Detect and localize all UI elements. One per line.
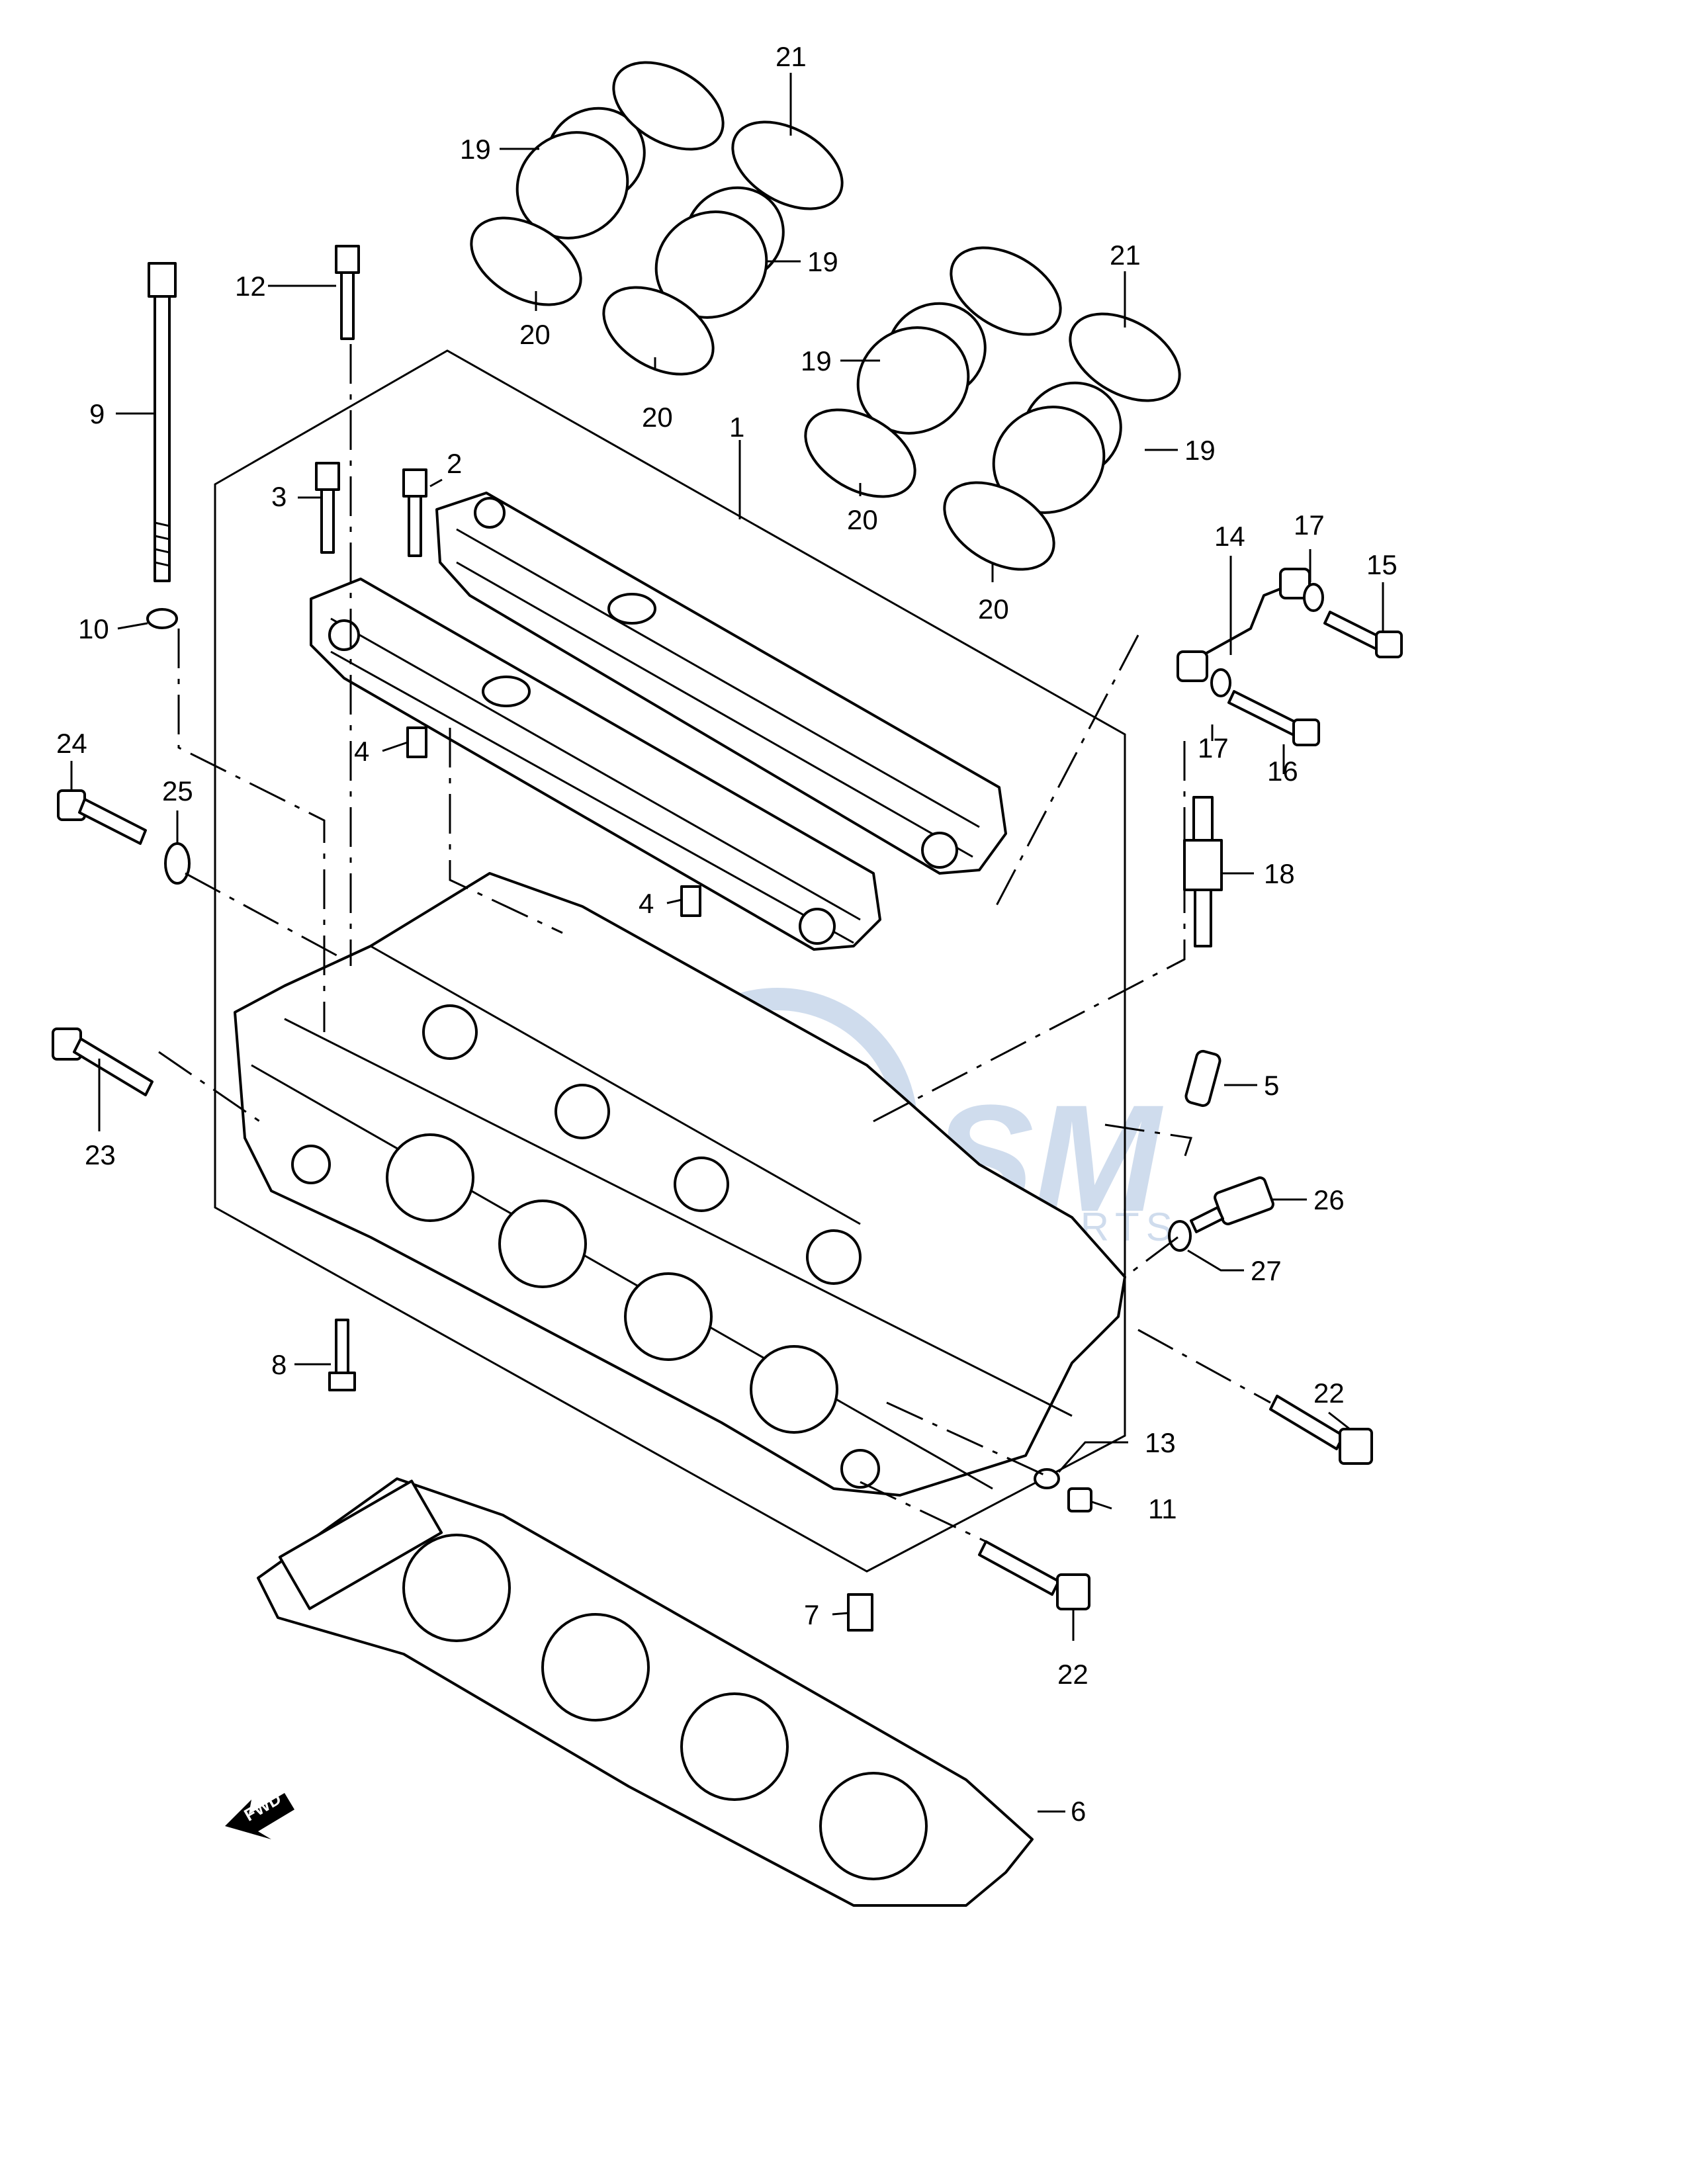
callout-24: 24	[56, 728, 87, 759]
dowel-pin	[680, 885, 701, 917]
cylinder-head-body	[234, 872, 1126, 1497]
bolt-8	[328, 1319, 356, 1391]
callout-21: 21	[1110, 240, 1141, 271]
callout-10: 10	[78, 613, 109, 644]
intake-boot	[515, 107, 646, 240]
callout-20: 20	[847, 504, 878, 535]
bolt-23	[52, 1027, 154, 1096]
washer-17	[1210, 668, 1231, 697]
clamp-21	[950, 246, 1062, 336]
bolt-16	[1227, 690, 1302, 737]
callout-labels: 1 2 3 4 4 5 6 7 8 9 10 11 12 13 14 15 16…	[56, 41, 1398, 1827]
spark-plug	[1183, 796, 1223, 947]
callout-20: 20	[519, 319, 551, 350]
callout-18: 18	[1264, 858, 1295, 889]
head-gasket	[257, 1477, 1034, 1907]
callout-19: 19	[1184, 435, 1216, 466]
clamp-20	[602, 286, 715, 376]
clamp-21	[1069, 312, 1181, 402]
callout-13: 13	[1145, 1427, 1176, 1458]
part-5	[1184, 1049, 1222, 1108]
callout-16: 16	[1267, 756, 1298, 787]
callout-20: 20	[978, 593, 1009, 625]
clamp-20	[943, 481, 1055, 571]
callout-12: 12	[235, 271, 266, 302]
pipe-fitting	[1279, 568, 1311, 599]
nut-11	[1067, 1487, 1092, 1512]
clamp-20	[804, 408, 916, 498]
intake-boot	[856, 302, 987, 435]
callout-14: 14	[1214, 521, 1245, 552]
callout-22: 22	[1313, 1377, 1345, 1409]
intake-boot	[654, 186, 785, 319]
callout-1: 1	[729, 412, 744, 443]
callout-26: 26	[1313, 1184, 1345, 1215]
pipe-fitting	[1177, 650, 1208, 682]
callout-8: 8	[271, 1349, 287, 1380]
clamp-21	[731, 120, 844, 210]
callout-4: 4	[354, 736, 369, 767]
dowel-7	[847, 1593, 873, 1632]
callout-17: 17	[1294, 509, 1325, 541]
bolt-12	[335, 245, 360, 340]
forward-direction-arrow: FWD	[225, 1788, 294, 1839]
sensor-26	[1190, 1176, 1274, 1233]
callout-20: 20	[642, 402, 673, 433]
bolt-22-lower	[978, 1540, 1090, 1610]
camshaft-housing-upper	[435, 492, 1007, 875]
callout-2: 2	[447, 448, 462, 479]
callout-25: 25	[162, 775, 193, 807]
bolt-15-head	[1375, 631, 1403, 658]
callout-9: 9	[89, 398, 105, 429]
washer	[146, 608, 178, 629]
callout-4: 4	[639, 888, 654, 919]
bolt-24	[57, 789, 147, 845]
bolt-22-upper	[1269, 1395, 1373, 1465]
bolt-15	[1323, 611, 1384, 651]
callout-19: 19	[807, 246, 838, 277]
callout-27: 27	[1251, 1255, 1282, 1286]
callout-19: 19	[801, 345, 832, 376]
leader-lines	[70, 73, 1384, 1813]
callout-22: 22	[1057, 1659, 1088, 1690]
bolt-16-head	[1292, 719, 1320, 746]
clamp-20	[470, 216, 582, 306]
callout-17: 17	[1198, 732, 1229, 764]
callout-15: 15	[1366, 549, 1398, 580]
intake-boot	[992, 381, 1122, 514]
callout-3: 3	[271, 481, 287, 512]
callout-19: 19	[460, 134, 491, 165]
dowel-pin	[406, 726, 427, 758]
callout-6: 6	[1071, 1796, 1086, 1827]
callout-5: 5	[1264, 1070, 1279, 1101]
bolt-2	[402, 468, 427, 557]
bolt-3	[315, 462, 340, 554]
washer-17	[1303, 583, 1324, 612]
callout-11: 11	[1148, 1493, 1177, 1524]
long-bolt	[148, 262, 177, 582]
washer-25	[164, 842, 191, 885]
clamp-21	[612, 61, 725, 151]
cylinder-head-assembly-outline	[214, 349, 1126, 1573]
callout-7: 7	[804, 1599, 819, 1630]
callout-21: 21	[776, 41, 807, 72]
camshaft-housing-lower	[310, 578, 881, 951]
washer-27	[1168, 1220, 1192, 1252]
alignment-lines	[158, 344, 1271, 1543]
callout-23: 23	[85, 1139, 116, 1170]
